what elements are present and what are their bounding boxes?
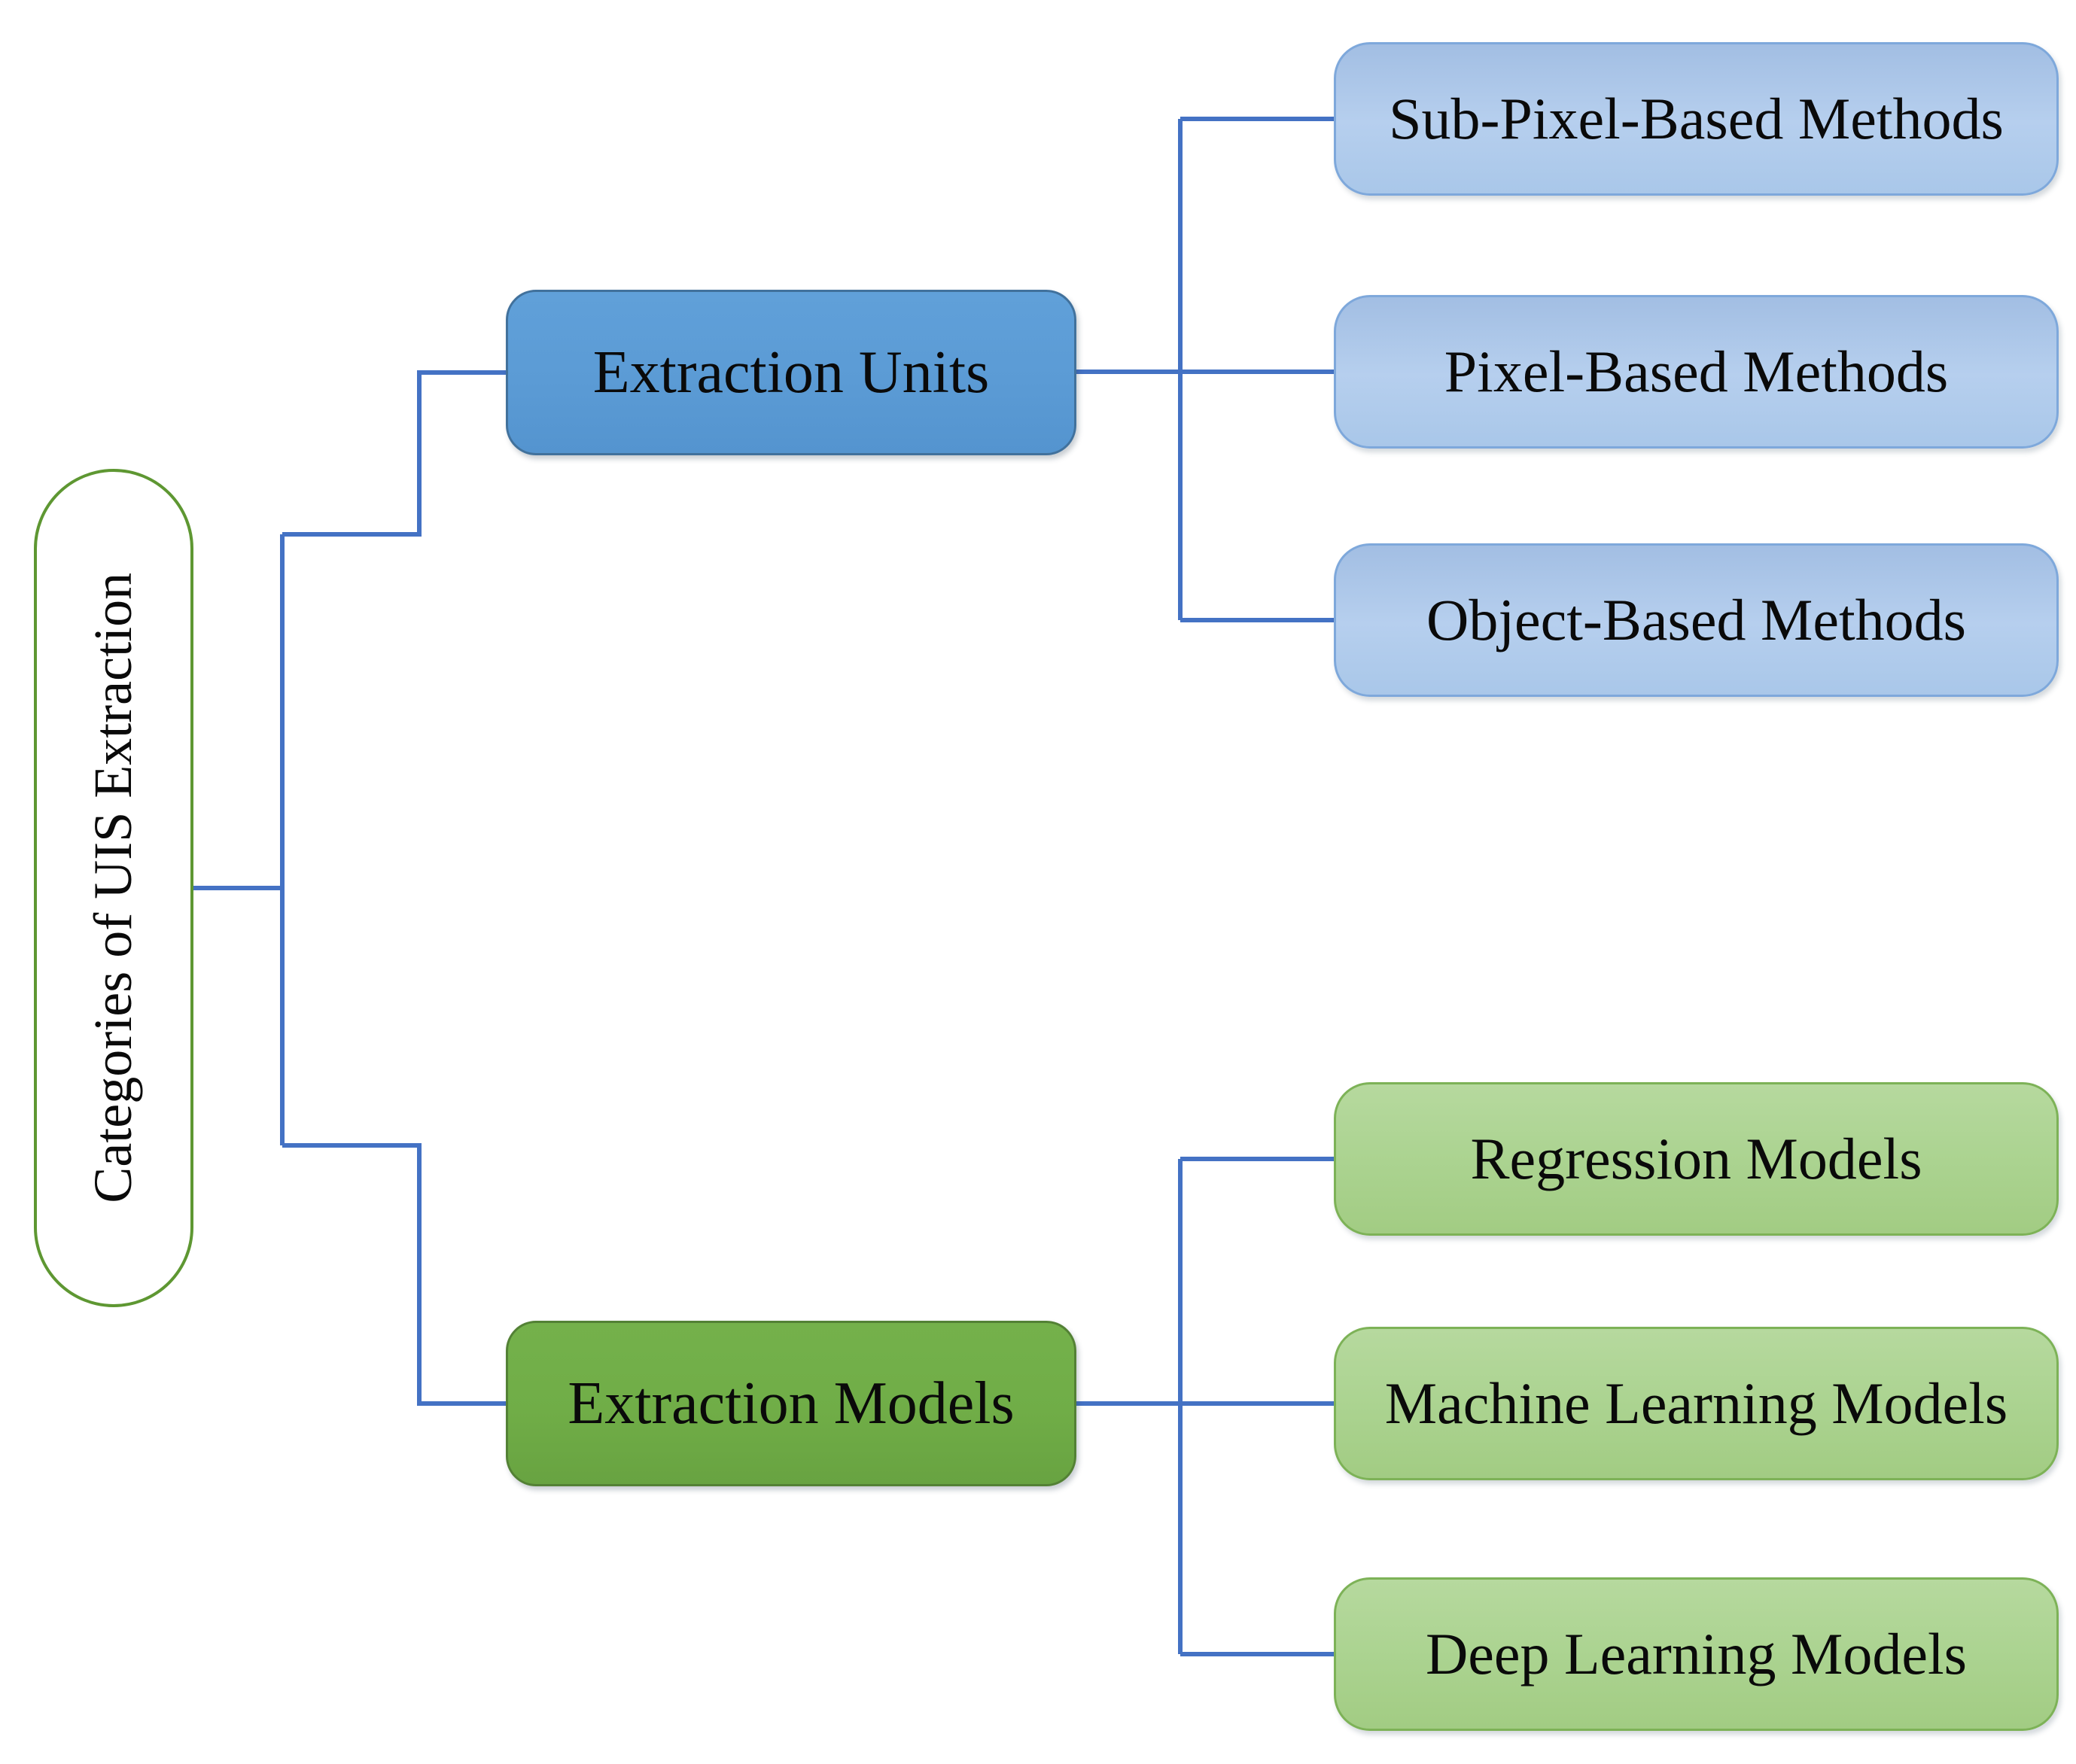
root-node-label: Categories of UIS Extraction bbox=[83, 573, 144, 1203]
leaf-node-deep-learning-models: Deep Learning Models bbox=[1334, 1577, 2059, 1731]
leaf-node-label: Machine Learning Models bbox=[1384, 1370, 2008, 1437]
leaf-node-label: Object-Based Methods bbox=[1426, 587, 1966, 653]
leaf-node-object-based-methods: Object-Based Methods bbox=[1334, 543, 2059, 697]
root-node: Categories of UIS Extraction bbox=[34, 469, 193, 1307]
leaf-node-label: Pixel-Based Methods bbox=[1444, 339, 1949, 405]
branch-node-label: Extraction Models bbox=[568, 1370, 1015, 1437]
connector-to-extraction-units bbox=[282, 370, 506, 537]
branch-node-label: Extraction Units bbox=[592, 339, 990, 406]
connector-to-extraction-models bbox=[282, 1143, 506, 1406]
branch-node-extraction-models: Extraction Models bbox=[506, 1321, 1076, 1486]
leaf-node-regression-models: Regression Models bbox=[1334, 1082, 2059, 1236]
leaf-node-label: Regression Models bbox=[1470, 1126, 1922, 1192]
branch-node-extraction-units: Extraction Units bbox=[506, 290, 1076, 455]
leaf-node-label: Deep Learning Models bbox=[1425, 1621, 1968, 1687]
leaf-node-pixel-based-methods: Pixel-Based Methods bbox=[1334, 295, 2059, 449]
leaf-node-sub-pixel-based-methods: Sub-Pixel-Based Methods bbox=[1334, 42, 2059, 196]
leaf-node-label: Sub-Pixel-Based Methods bbox=[1389, 86, 2004, 152]
leaf-node-machine-learning-models: Machine Learning Models bbox=[1334, 1327, 2059, 1480]
